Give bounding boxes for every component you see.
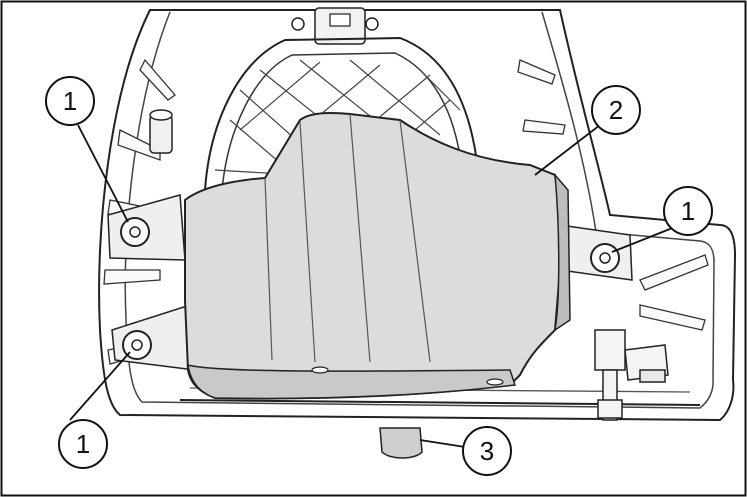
svg-text:1: 1 <box>63 86 77 116</box>
svg-text:1: 1 <box>681 196 695 226</box>
bottom-plug <box>379 427 423 459</box>
main-cover-ridges <box>264 113 431 363</box>
left-post-top <box>149 109 173 121</box>
leader-lines <box>69 124 681 448</box>
top-screw-right <box>365 17 379 31</box>
top-screw-left <box>291 17 305 31</box>
cover-hole-2 <box>486 378 504 386</box>
inner-arch-2 <box>221 52 463 191</box>
screw-left-upper <box>120 217 150 247</box>
svg-text:3: 3 <box>480 436 494 466</box>
callout-2: 2 <box>591 85 641 135</box>
screw-right <box>590 243 620 273</box>
main-cover-front-face <box>187 363 517 400</box>
callout-1-bottom-left: 1 <box>58 419 108 469</box>
inner-arch <box>204 36 479 191</box>
chassis-inner-rim-2 <box>541 11 597 233</box>
right-latch <box>594 329 669 421</box>
top-connector-slot <box>329 13 351 27</box>
callout-1-right: 1 <box>663 186 713 236</box>
main-cover-shade <box>553 172 571 332</box>
callout-1-top-left: 1 <box>45 76 95 126</box>
right-fins <box>517 59 709 331</box>
svg-text:2: 2 <box>609 95 623 125</box>
svg-text:1: 1 <box>76 429 90 459</box>
callout-3: 3 <box>462 426 512 476</box>
cover-hole-1 <box>311 366 329 374</box>
